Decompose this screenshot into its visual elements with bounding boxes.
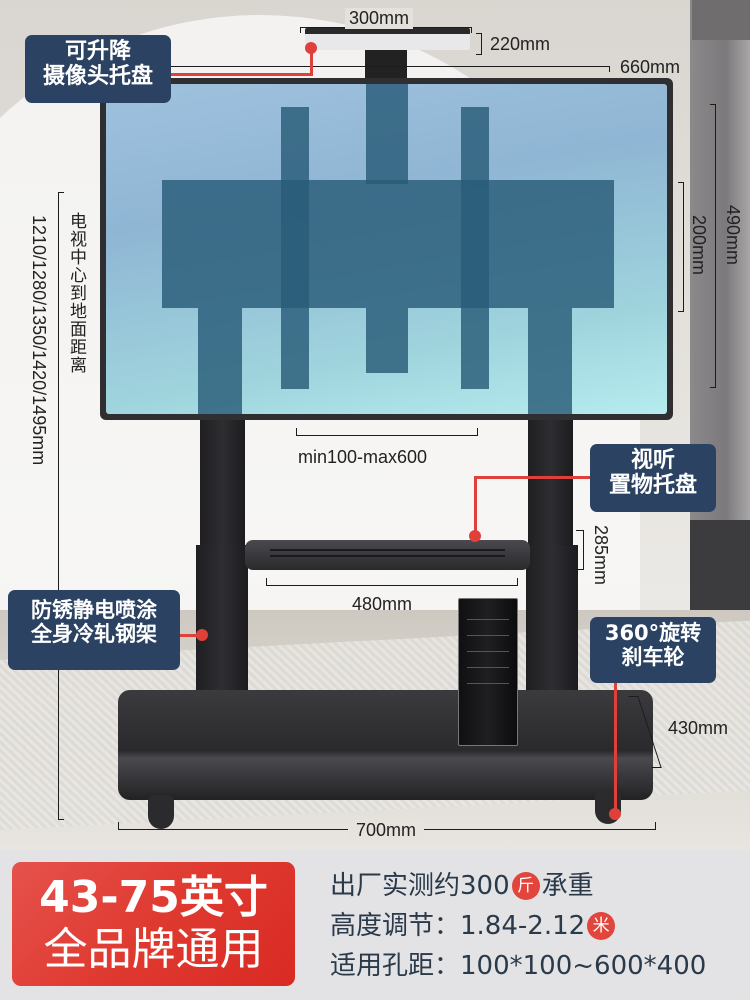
callout-camera-line2: 摄像头托盘 [42, 64, 153, 90]
callout-frame-line2: 全身冷轧钢架 [31, 622, 157, 647]
dim-camera-width: 300mm [345, 8, 414, 29]
connector-camera [170, 73, 312, 76]
dim-line-vesa [296, 428, 478, 436]
pc-tower [458, 598, 518, 746]
dim-line-bracket-outer [710, 104, 716, 388]
dim-line-camera-depth [476, 33, 482, 55]
dim-line-column-height [170, 66, 610, 72]
spec-load-value: 出厂实测约300 [330, 871, 510, 901]
callout-camera-tray: 可升降 摄像头托盘 [25, 35, 171, 103]
mount-slider [366, 308, 408, 373]
spec-height-value: 高度调节：1.84-2.12 [330, 911, 586, 941]
pc-bay [467, 667, 509, 668]
dim-column-height: 660mm [620, 57, 681, 77]
caster-wheel-left [148, 795, 174, 829]
dim-base-width: 700mm [348, 820, 425, 841]
connector-av-tray [474, 476, 592, 479]
pc-bay [467, 635, 509, 636]
dim-line-center-height [58, 192, 64, 592]
stand-leg-left-lower [196, 545, 248, 705]
background-wall-top [692, 0, 750, 40]
spec-vesa-value: 适用孔距：100*100~600*400 [330, 951, 707, 981]
dim-line-shelf-depth [576, 530, 584, 570]
dim-line-center-height-lower [58, 660, 64, 820]
stand-base [118, 690, 653, 800]
dim-line-bracket-inner [678, 182, 684, 312]
size-badge-compat: 全品牌通用 [43, 924, 264, 975]
mount-column [366, 84, 408, 184]
shelf-groove [270, 555, 505, 557]
dim-bracket-inner: 200mm [689, 215, 709, 276]
callout-casters: 360°旋转 刹车轮 [590, 617, 716, 683]
tv-screen [106, 84, 667, 414]
size-badge-range: 43-75英寸 [39, 872, 268, 923]
dim-center-height-values: 1210/1280/1350/1420/1495mm [29, 215, 49, 466]
dim-center-height-label: 电视中心到地面距离 [66, 212, 86, 374]
mount-plate [162, 180, 614, 308]
spec-row-load: 出厂实测约300 斤 承重 [330, 866, 706, 906]
marker-av-tray [469, 530, 481, 542]
tv-panel [100, 78, 673, 420]
shelf-groove [270, 549, 505, 551]
callout-av-line1: 视听 [630, 448, 675, 473]
pc-bay [467, 651, 509, 652]
unit-meter-badge: 米 [587, 912, 616, 940]
dim-shelf-width: 480mm [352, 594, 413, 614]
av-shelf [245, 540, 530, 570]
product-scene: 300mm 220mm 660mm 490mm 200mm min100-max… [0, 0, 750, 850]
dim-base-depth: 430mm [668, 718, 729, 738]
dim-vesa-range: min100-max600 [298, 447, 428, 467]
callout-casters-line2: 刹车轮 [621, 645, 685, 670]
spec-load-suffix: 承重 [541, 871, 594, 901]
spec-footer: 43-75英寸 全品牌通用 出厂实测约300 斤 承重 高度调节：1.84-2.… [0, 850, 750, 1000]
mount-arm-right [461, 107, 489, 389]
marker-camera [305, 42, 317, 54]
connector-av-tray-v [474, 476, 477, 536]
dim-camera-depth: 220mm [490, 34, 551, 54]
callout-casters-line1: 360°旋转 [604, 621, 702, 645]
connector-camera-v [310, 48, 313, 76]
mount-leg-right [528, 308, 572, 414]
pc-bay [467, 619, 509, 620]
spec-row-vesa: 适用孔距：100*100~600*400 [330, 946, 706, 986]
unit-jin-badge: 斤 [511, 872, 540, 900]
callout-av-line2: 置物托盘 [608, 473, 697, 499]
size-badge: 43-75英寸 全品牌通用 [12, 862, 295, 986]
dim-shelf-depth: 285mm [591, 525, 611, 586]
marker-frame [196, 629, 208, 641]
connector-casters [614, 680, 617, 810]
spec-row-height: 高度调节：1.84-2.12 米 [330, 906, 706, 946]
callout-av-tray: 视听 置物托盘 [590, 444, 716, 512]
pc-bay [467, 683, 509, 684]
camera-tray [305, 28, 470, 50]
mount-arm-left [281, 107, 309, 389]
mount-leg-left [198, 308, 242, 414]
callout-frame-line1: 防锈静电喷涂 [31, 598, 157, 622]
spec-list: 出厂实测约300 斤 承重 高度调节：1.84-2.12 米 适用孔距：100*… [330, 866, 706, 986]
marker-casters [609, 808, 621, 820]
connector-frame [178, 634, 202, 637]
dim-line-shelf-width [266, 578, 518, 586]
callout-camera-line1: 可升降 [64, 39, 131, 64]
callout-frame: 防锈静电喷涂 全身冷轧钢架 [8, 590, 180, 670]
stand-leg-right-lower [526, 545, 578, 705]
dim-bracket-outer: 490mm [723, 205, 743, 266]
